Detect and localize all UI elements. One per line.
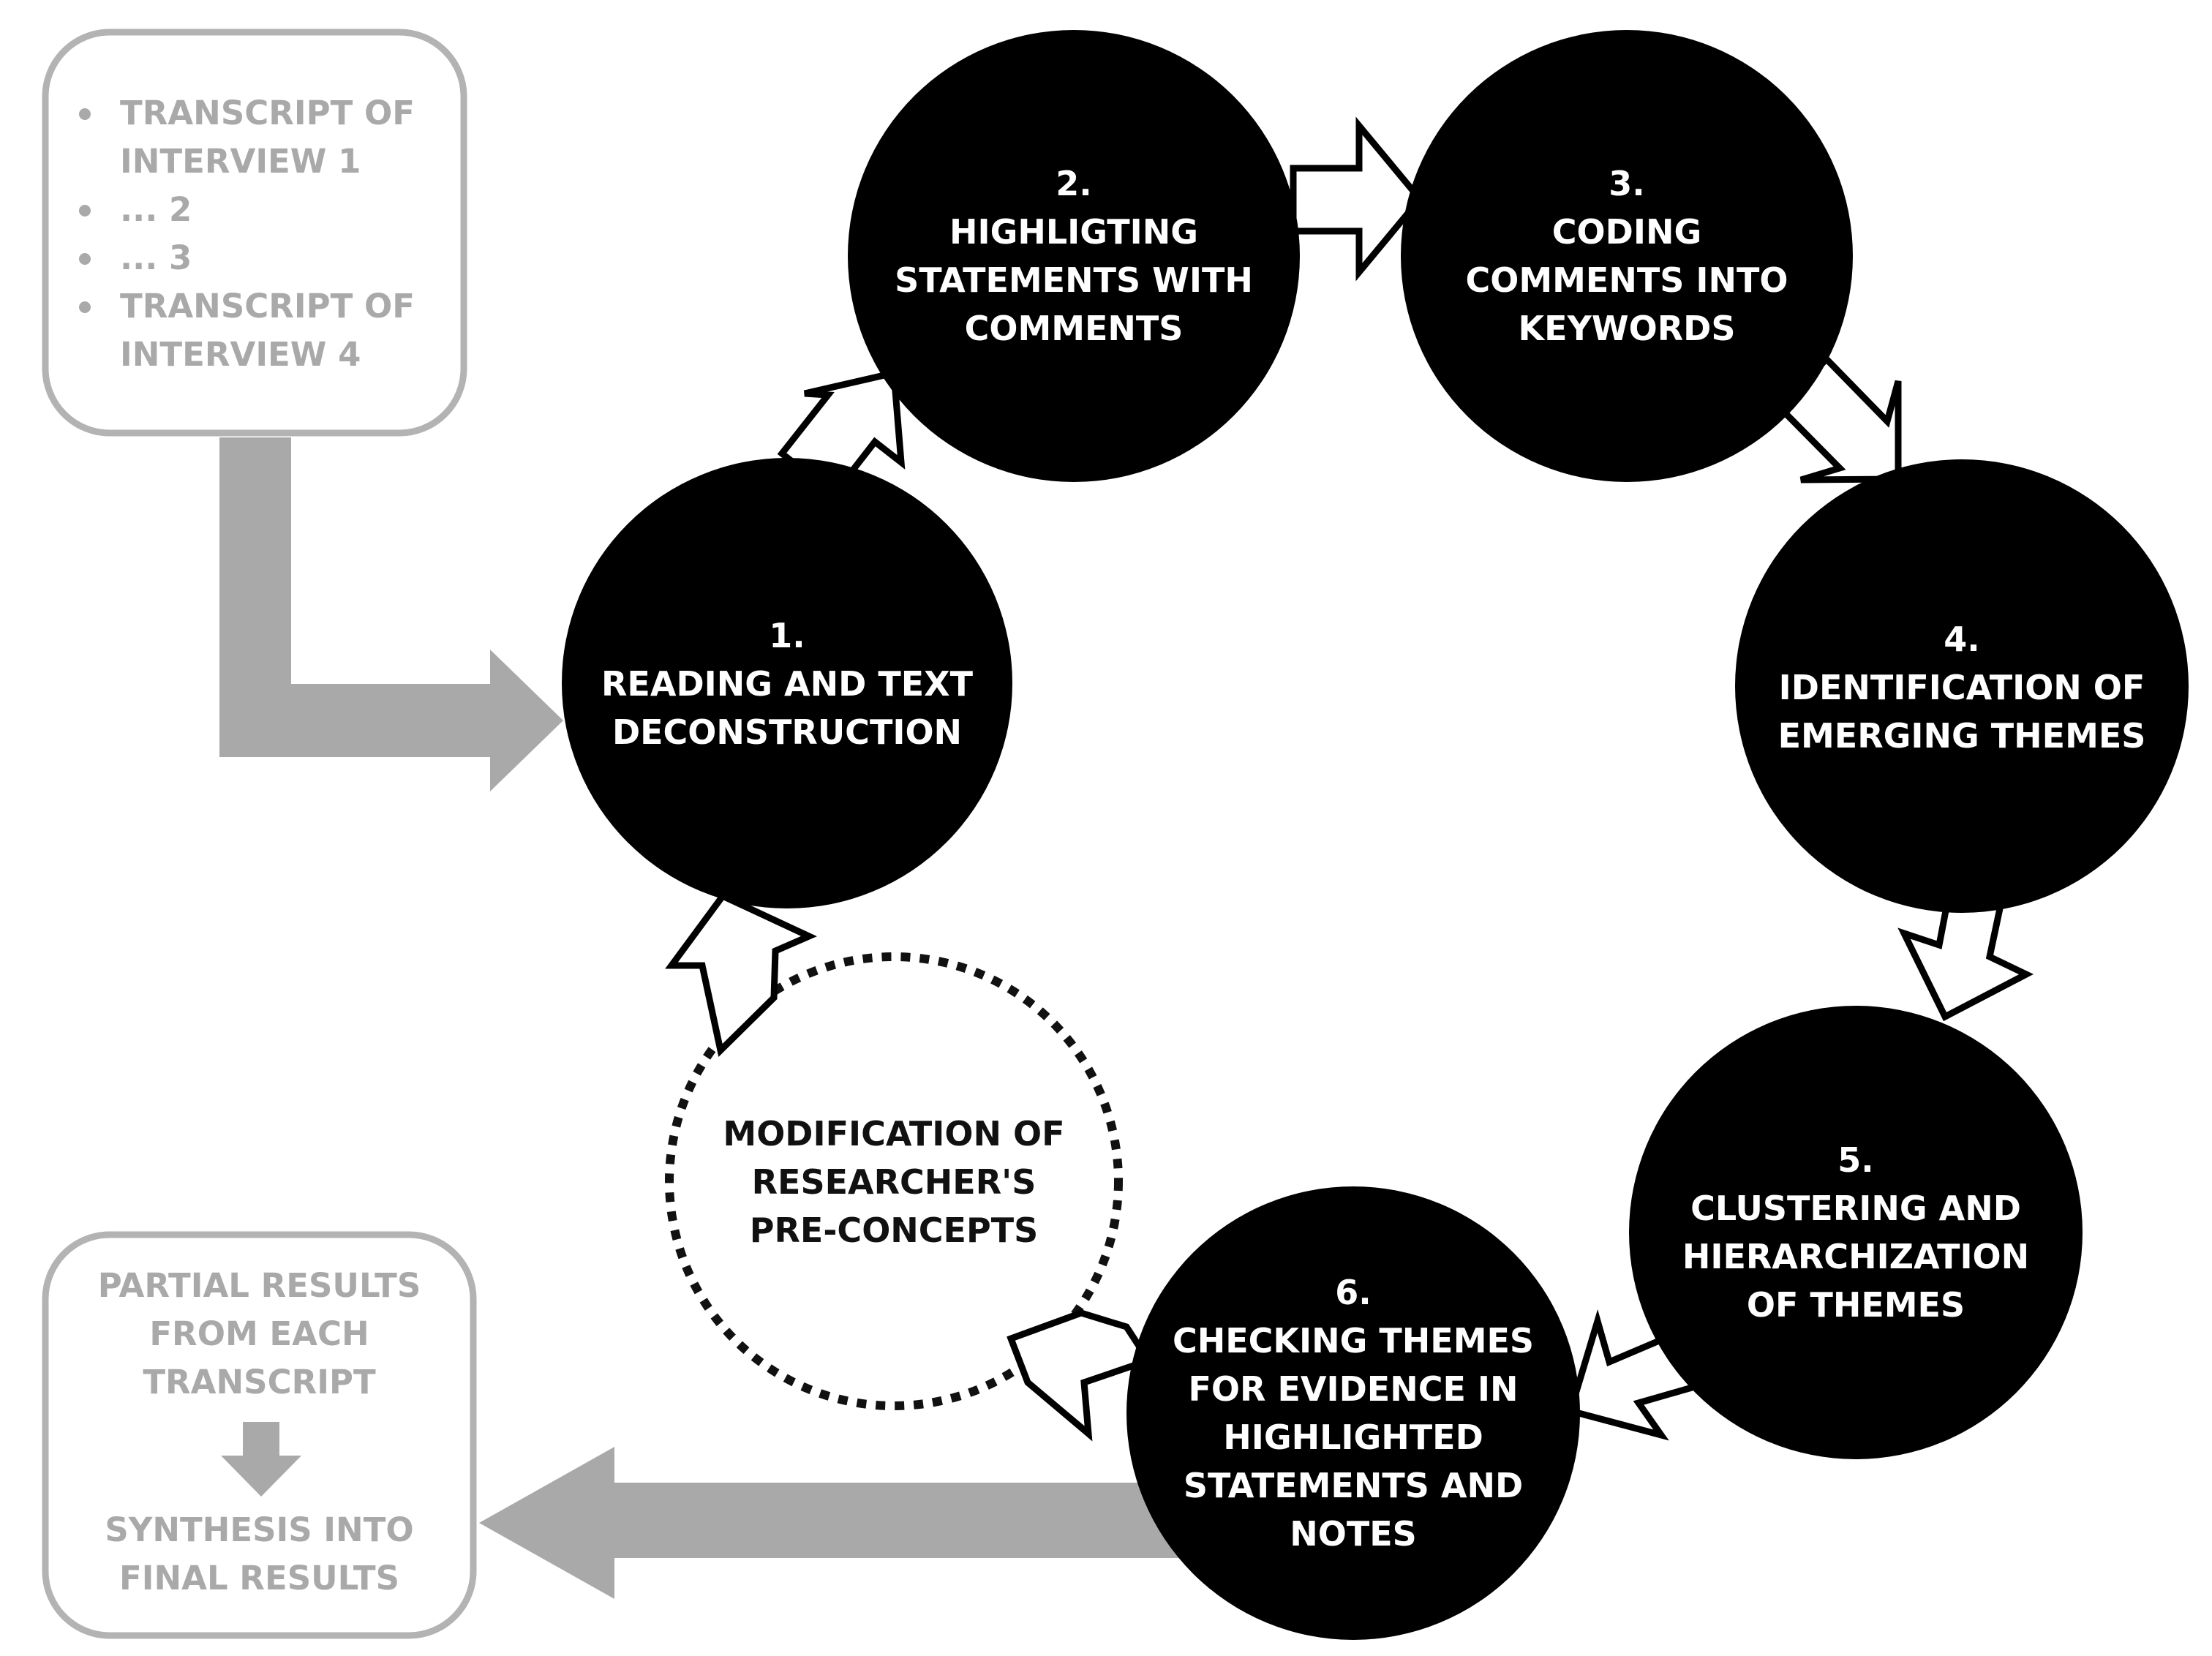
step-text-line: HIGHLIGHTED: [1223, 1418, 1483, 1457]
arrow-2-to-3: [1290, 116, 1424, 282]
list-item-line: TRANSCRIPT OF: [120, 287, 415, 325]
step-text-line: STATEMENTS WITH: [895, 260, 1253, 300]
step-number: 3.: [1609, 164, 1645, 203]
step-4-circle: [1735, 459, 2189, 913]
step-number: 4.: [1944, 620, 1980, 659]
step-text-line: IDENTIFICATION OF: [1778, 668, 2145, 707]
modification-text-line: RESEARCHER'S: [751, 1162, 1037, 1202]
modification-text-line: MODIFICATION OF: [723, 1114, 1065, 1153]
results-text-line: FROM EACH: [149, 1314, 369, 1353]
step-2-label: 2. HIGHLIGTING STATEMENTS WITH COMMENTS: [884, 135, 1264, 377]
step-text-line: CLUSTERING AND: [1690, 1189, 2021, 1228]
step-number: 1.: [769, 616, 805, 655]
list-item-line: INTERVIEW 1: [120, 142, 361, 181]
step-text-line: STATEMENTS AND: [1183, 1466, 1524, 1505]
step-text-line: COMMENTS INTO: [1465, 260, 1788, 300]
synthesis-label: SYNTHESIS INTO FINAL RESULTS: [67, 1504, 451, 1605]
partial-results-label: PARTIAL RESULTS FROM EACH TRANSCRIPT: [67, 1260, 451, 1409]
step-text-line: KEYWORDS: [1518, 309, 1736, 348]
step-text-line: NOTES: [1290, 1514, 1417, 1554]
step-3-circle: [1401, 30, 1853, 482]
list-item-line: ... 2: [120, 190, 192, 229]
transcript-list-item: ... 3: [79, 234, 415, 282]
step-4-label: 4. IDENTIFICATION OF EMERGING THEMES: [1764, 589, 2159, 786]
step-text-line: DECONSTRUCTION: [612, 712, 963, 752]
step-text-line: READING AND TEXT: [601, 664, 973, 704]
modification-text-line: PRE-CONCEPTS: [749, 1211, 1039, 1250]
step-text-line: OF THEMES: [1746, 1285, 1965, 1325]
step-number: 6.: [1335, 1273, 1372, 1312]
transcript-list-item: ... 2: [79, 186, 415, 234]
step-text-line: EMERGING THEMES: [1778, 716, 2146, 756]
arrow-modification-to-1: [665, 892, 817, 1057]
results-text-line: TRANSCRIPT: [143, 1363, 376, 1401]
step-text-line: CHECKING THEMES: [1172, 1321, 1535, 1360]
step6-to-results-arrow: [479, 1447, 1185, 1599]
list-item-line: INTERVIEW 4: [120, 335, 361, 374]
step-1-label: 1. READING AND TEXT DECONSTRUCTION: [601, 585, 973, 783]
modification-label: MODIFICATION OF RESEARCHER'S PRE-CONCEPT…: [711, 1107, 1077, 1257]
synthesis-down-arrow: [221, 1422, 301, 1497]
step-5-label: 5. CLUSTERING AND HIERARCHIZATION OF THE…: [1666, 1112, 2046, 1353]
step-text-line: COMMENTS: [964, 309, 1184, 348]
list-item-line: TRANSCRIPT OF: [120, 94, 415, 132]
input-to-step1-arrow: [219, 437, 563, 791]
step-text-line: HIERARCHIZATION: [1682, 1237, 2030, 1276]
step-text-line: HIGHLIGTING: [949, 212, 1198, 252]
arrow-6-to-modification: [1007, 1309, 1154, 1442]
transcript-list-item: TRANSCRIPT OF INTERVIEW 1: [79, 89, 415, 186]
interview-transcripts-box: [42, 29, 467, 437]
step-number: 2.: [1056, 164, 1092, 203]
step-text-line: FOR EVIDENCE IN: [1188, 1369, 1519, 1409]
step-6-circle: [1126, 1186, 1580, 1640]
list-item-line: ... 3: [120, 238, 192, 277]
results-text-line: FINAL RESULTS: [119, 1559, 399, 1597]
transcript-list-item: TRANSCRIPT OF INTERVIEW 4: [79, 282, 415, 379]
modification-circle: [665, 952, 1123, 1410]
step-1-circle: [562, 458, 1012, 908]
step-5-circle: [1629, 1006, 2083, 1459]
step-2-circle: [848, 30, 1300, 482]
results-text-line: SYNTHESIS INTO: [105, 1510, 414, 1549]
results-text-line: PARTIAL RESULTS: [97, 1266, 421, 1305]
step-3-label: 3. CODING COMMENTS INTO KEYWORDS: [1437, 135, 1817, 377]
step-number: 5.: [1837, 1140, 1874, 1180]
step-6-label: 6. CHECKING THEMES FOR EVIDENCE IN HIGHL…: [1163, 1268, 1543, 1558]
transcript-list: TRANSCRIPT OF INTERVIEW 1 ... 2 ... 3 TR…: [79, 89, 415, 379]
step-text-line: CODING: [1551, 212, 1702, 252]
